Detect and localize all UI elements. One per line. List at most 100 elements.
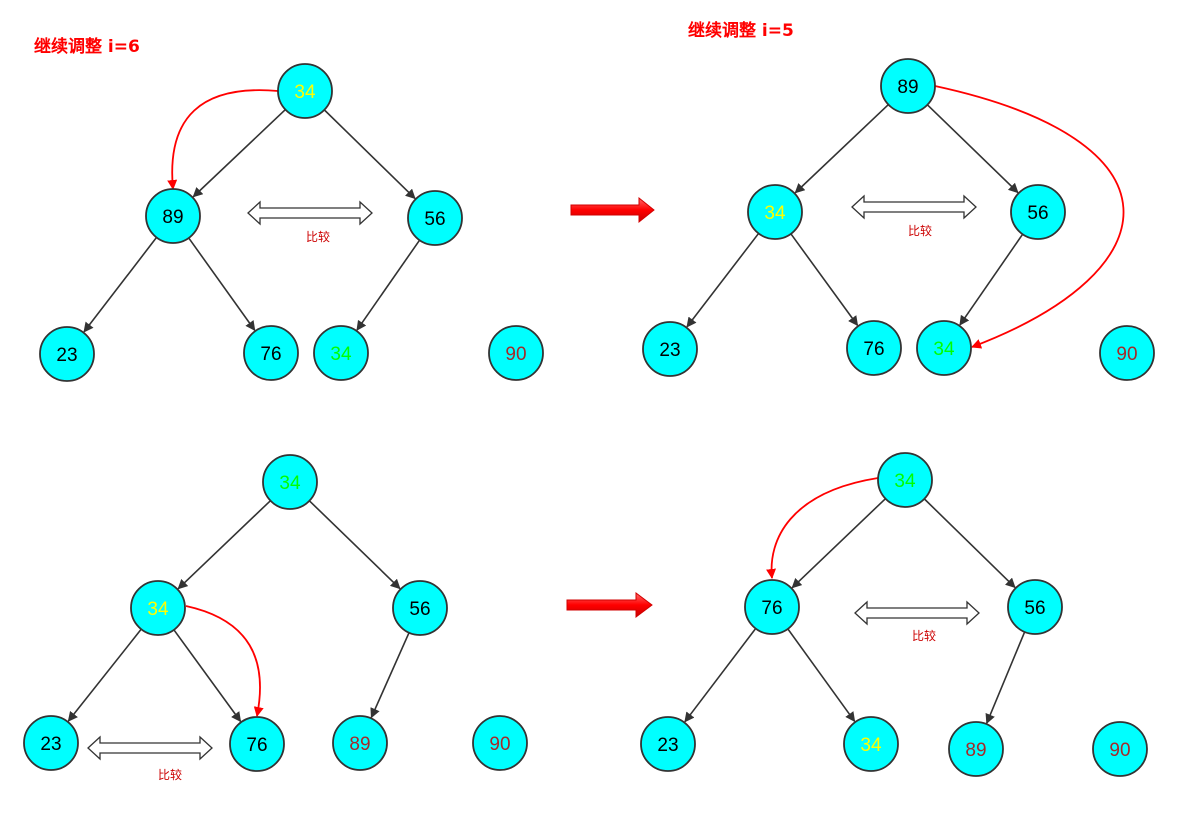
panel-p3: 比较 34 34 56 23 76 89 90: [23, 454, 528, 782]
heap-node: 89: [948, 721, 1004, 777]
tree-edge: [308, 500, 401, 590]
node-circle: [880, 58, 936, 114]
swap-arc: [185, 605, 264, 717]
heap-node: 56: [392, 580, 448, 636]
node-label: 76: [260, 344, 281, 365]
tree-edge: [959, 233, 1024, 326]
node-circle: [1099, 325, 1155, 381]
compare-double-arrow: [247, 200, 373, 226]
node-circle: [916, 320, 972, 376]
swap-arc: [766, 477, 879, 579]
heap-node: 56: [1010, 184, 1066, 240]
heap-node: 34: [843, 716, 899, 772]
node-circle: [130, 580, 186, 636]
node-label: 76: [863, 339, 884, 360]
node-circle: [846, 320, 902, 376]
heap-node: 34: [747, 184, 803, 240]
compare-label: 比较: [158, 767, 182, 782]
node-circle: [877, 452, 933, 508]
heap-node: 90: [472, 715, 528, 771]
heap-node: 90: [1099, 325, 1155, 381]
panel-title-i6: 继续调整 i=6: [34, 36, 140, 57]
node-label: 76: [246, 735, 267, 756]
node-circle: [948, 721, 1004, 777]
node-circle: [145, 188, 201, 244]
tree-edge: [926, 104, 1019, 194]
tree-edge: [188, 237, 256, 332]
node-label: 34: [330, 344, 352, 365]
node-circle: [1010, 184, 1066, 240]
node-circle: [843, 716, 899, 772]
transition-arrow-top: [570, 196, 655, 224]
heap-node: 34: [313, 325, 369, 381]
node-circle: [1092, 721, 1148, 777]
node-circle: [640, 716, 696, 772]
swap-arc: [167, 89, 279, 190]
node-circle: [262, 454, 318, 510]
tree-edge: [356, 239, 421, 331]
node-circle: [23, 715, 79, 771]
tree-edge: [177, 500, 272, 590]
node-circle: [642, 321, 698, 377]
node-circle: [277, 63, 333, 119]
tree-edge: [791, 498, 887, 589]
transition-arrow-bottom: [566, 592, 653, 618]
heap-node: 56: [1007, 579, 1063, 635]
compare-double-arrow: [87, 735, 213, 761]
node-circle: [488, 325, 544, 381]
heap-node: 34: [262, 454, 318, 510]
node-label: 56: [409, 599, 430, 620]
heap-node: 89: [332, 715, 388, 771]
node-label: 56: [1027, 203, 1048, 224]
heap-node: 23: [642, 321, 698, 377]
node-label: 90: [1116, 344, 1137, 365]
node-circle: [229, 716, 285, 772]
heap-node: 76: [744, 579, 800, 635]
heap-node: 23: [39, 326, 95, 382]
heap-node: 34: [877, 452, 933, 508]
node-circle: [407, 190, 463, 246]
node-label: 56: [1024, 598, 1045, 619]
tree-edge: [794, 103, 889, 194]
node-label: 90: [1109, 740, 1130, 761]
heap-node: 76: [846, 320, 902, 376]
tree-edge: [923, 498, 1016, 589]
node-label: 34: [294, 82, 316, 103]
heap-node: 34: [277, 63, 333, 119]
tree-edge: [67, 628, 142, 722]
node-circle: [744, 579, 800, 635]
heap-node: 56: [407, 190, 463, 246]
node-label: 76: [761, 598, 782, 619]
node-label: 23: [40, 734, 61, 755]
node-label: 34: [894, 471, 916, 492]
node-circle: [747, 184, 803, 240]
compare-double-arrow: [851, 194, 977, 220]
compare-double-arrow: [854, 600, 980, 626]
node-label: 34: [279, 473, 301, 494]
swap-arc: [934, 85, 1125, 349]
node-label: 23: [56, 345, 77, 366]
compare-label: 比较: [908, 223, 932, 238]
tree-edge: [192, 108, 286, 198]
panel-p2: 比较 89 34 56 23 76 34 90: [642, 58, 1155, 381]
node-circle: [332, 715, 388, 771]
node-label: 34: [933, 339, 955, 360]
tree-edge: [370, 632, 410, 719]
node-circle: [472, 715, 528, 771]
node-circle: [313, 325, 369, 381]
heap-node: 23: [640, 716, 696, 772]
tree-edge: [790, 233, 859, 327]
node-label: 56: [424, 209, 445, 230]
node-label: 89: [349, 734, 370, 755]
tree-edge: [985, 631, 1026, 725]
node-label: 34: [764, 203, 786, 224]
node-label: 89: [897, 77, 918, 98]
tree-edge: [323, 109, 416, 200]
heap-node: 90: [1092, 721, 1148, 777]
node-label: 23: [659, 340, 680, 361]
heap-node: 34: [130, 580, 186, 636]
node-label: 89: [965, 740, 986, 761]
tree-edge: [787, 628, 856, 723]
